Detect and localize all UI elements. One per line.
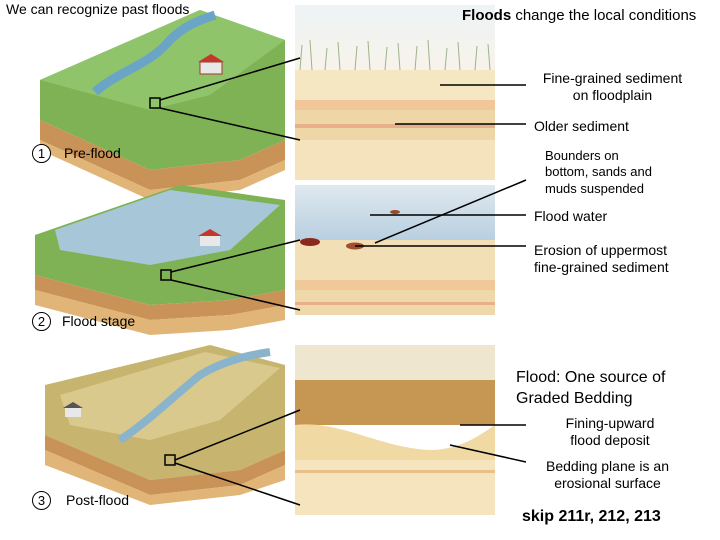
callout-fining-upward: Fining-upward flood deposit (525, 415, 695, 449)
block-diagram-post-flood (45, 345, 285, 505)
skip-note: skip 211r, 212, 213 (522, 508, 661, 526)
stage-3-label: Post-flood (66, 492, 129, 509)
callout-erosion-line2: fine-grained sediment (534, 259, 669, 276)
callout-boulders-line3: muds suspended (545, 181, 652, 197)
callout-erosion-line1: Erosion of uppermost (534, 242, 669, 259)
callout-graded-bedding-line2: Graded Bedding (516, 389, 665, 410)
cross-section-flood-stage (295, 185, 495, 315)
callout-bedding-plane-line2: erosional surface (520, 475, 695, 492)
callout-graded-bedding-line1: Flood: One source of (516, 368, 665, 389)
block-diagram-pre-flood (40, 10, 285, 200)
callout-older-sediment: Older sediment (534, 118, 629, 135)
callout-fine-sediment-line1: Fine-grained sediment (525, 70, 700, 87)
callout-bedding-plane-line1: Bedding plane is an (520, 458, 695, 475)
cross-section-post-flood (295, 345, 495, 515)
callout-fine-sediment: Fine-grained sediment on floodplain (525, 70, 700, 104)
right-title-bold: Floods (462, 7, 511, 24)
callout-fining-upward-line1: Fining-upward (525, 415, 695, 432)
stage-2-label: Flood stage (62, 313, 135, 330)
callout-fine-sediment-line2: on floodplain (525, 87, 700, 104)
right-title: Floods change the local conditions (462, 7, 702, 25)
callout-erosion: Erosion of uppermost fine-grained sedime… (534, 242, 669, 276)
stage-3-number: 3 (32, 491, 51, 510)
callout-boulders: Bounders on bottom, sands and muds suspe… (545, 148, 652, 197)
callout-graded-bedding: Flood: One source of Graded Bedding (516, 368, 665, 410)
right-title-rest: change the local conditions (511, 7, 696, 24)
stage-1-label: Pre-flood (64, 145, 121, 162)
callout-boulders-line1: Bounders on (545, 148, 652, 164)
stage-1-number: 1 (32, 144, 51, 163)
callout-flood-water: Flood water (534, 208, 607, 225)
cross-section-pre-flood (295, 5, 495, 180)
callout-fining-upward-line2: flood deposit (525, 432, 695, 449)
callout-bedding-plane: Bedding plane is an erosional surface (520, 458, 695, 492)
stage-2-number: 2 (32, 312, 51, 331)
left-title: We can recognize past floods (6, 1, 189, 18)
callout-boulders-line2: bottom, sands and (545, 164, 652, 180)
